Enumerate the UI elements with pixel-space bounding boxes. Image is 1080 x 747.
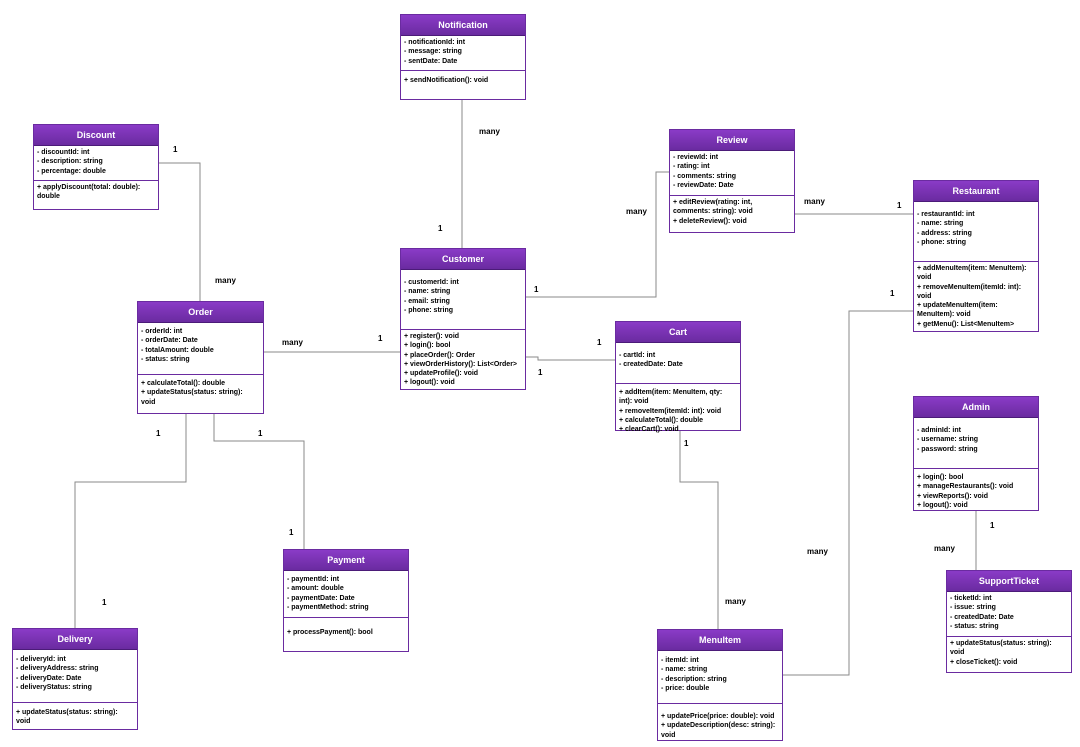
- class-delivery[interactable]: Delivery - deliveryId: int - deliveryAdd…: [12, 628, 138, 730]
- operations: + sendNotification(): void: [404, 77, 489, 84]
- line-order-delivery: [74, 414, 187, 628]
- attributes: - cartId: int - createdDate: Date: [616, 343, 740, 384]
- class-restaurant[interactable]: Restaurant - restaurantId: int - name: s…: [913, 180, 1039, 332]
- class-name: Customer: [401, 249, 525, 270]
- class-menuitem[interactable]: MenuItem - itemId: int - name: string - …: [657, 629, 783, 741]
- class-name: Review: [670, 130, 794, 151]
- class-name: Cart: [616, 322, 740, 343]
- class-name: Notification: [401, 15, 525, 36]
- class-name: Payment: [284, 550, 408, 571]
- class-name: MenuItem: [658, 630, 782, 651]
- operations: + addMenuItem(item: MenuItem): void + re…: [917, 265, 1027, 328]
- line-cart-menuitem: [679, 431, 719, 629]
- operations: + addItem(item: MenuItem, qty: int): voi…: [619, 389, 723, 434]
- multiplicity-label: 1: [538, 368, 543, 377]
- operations: + calculateTotal(): double + updateStatu…: [141, 380, 243, 406]
- class-admin[interactable]: Admin - adminId: int - username: string …: [913, 396, 1039, 511]
- multiplicity-label: many: [725, 597, 746, 606]
- class-order[interactable]: Order - orderId: int - orderDate: Date -…: [137, 301, 264, 414]
- class-name: Discount: [34, 125, 158, 146]
- class-supportticket[interactable]: SupportTicket - ticketId: int - issue: s…: [946, 570, 1072, 673]
- class-name: Order: [138, 302, 263, 323]
- multiplicity-label: many: [479, 127, 500, 136]
- multiplicity-label: 1: [173, 145, 178, 154]
- operations: + processPayment(): bool: [287, 629, 373, 636]
- operations: + updatePrice(price: double): void + upd…: [661, 713, 776, 739]
- multiplicity-label: 1: [897, 201, 902, 210]
- class-discount[interactable]: Discount - discountId: int - description…: [33, 124, 159, 210]
- operations: + register(): void + login(): bool + pla…: [404, 333, 518, 387]
- multiplicity-label: 1: [378, 334, 383, 343]
- attributes: - paymentId: int - amount: double - paym…: [284, 571, 408, 618]
- line-discount-order: [159, 162, 201, 301]
- attributes: - customerId: int - name: string - email…: [401, 270, 525, 330]
- multiplicity-label: many: [804, 197, 825, 206]
- attributes: - ticketId: int - issue: string - create…: [947, 592, 1071, 637]
- operations: + updateStatus(status: string): void: [16, 709, 118, 726]
- operations: + editReview(rating: int, comments: stri…: [673, 199, 753, 225]
- attributes: - adminId: int - username: string - pass…: [914, 418, 1038, 469]
- class-cart[interactable]: Cart - cartId: int - createdDate: Date +…: [615, 321, 741, 433]
- line-order-payment: [213, 414, 305, 549]
- class-review[interactable]: Review - reviewId: int - rating: int - c…: [669, 129, 795, 233]
- multiplicity-label: many: [282, 338, 303, 347]
- attributes: - notificationId: int - message: string …: [401, 36, 525, 71]
- multiplicity-label: 1: [990, 521, 995, 530]
- multiplicity-label: 1: [597, 338, 602, 347]
- multiplicity-label: 1: [534, 285, 539, 294]
- attributes: - restaurantId: int - name: string - add…: [914, 202, 1038, 262]
- multiplicity-label: 1: [156, 429, 161, 438]
- operations: + applyDiscount(total: double): double: [37, 184, 141, 201]
- multiplicity-label: 1: [289, 528, 294, 537]
- line-restaurant-menuitem: [783, 310, 913, 676]
- attributes: - orderId: int - orderDate: Date - total…: [138, 323, 263, 375]
- multiplicity-label: many: [626, 207, 647, 216]
- line-customer-cart: [526, 356, 615, 361]
- class-notification[interactable]: Notification - notificationId: int - mes…: [400, 14, 526, 100]
- class-name: Admin: [914, 397, 1038, 418]
- class-name: Delivery: [13, 629, 137, 650]
- attributes: - deliveryId: int - deliveryAddress: str…: [13, 650, 137, 703]
- class-name: SupportTicket: [947, 571, 1071, 592]
- operations: + updateStatus(status: string): void + c…: [950, 640, 1052, 666]
- line-customer-review: [526, 171, 669, 298]
- multiplicity-label: 1: [684, 439, 689, 448]
- attributes: - discountId: int - description: string …: [34, 146, 158, 181]
- multiplicity-label: 1: [258, 429, 263, 438]
- attributes: - itemId: int - name: string - descripti…: [658, 651, 782, 704]
- multiplicity-label: many: [807, 547, 828, 556]
- multiplicity-label: many: [215, 276, 236, 285]
- operations: + login(): bool + manageRestaurants(): v…: [917, 474, 1014, 509]
- class-name: Restaurant: [914, 181, 1038, 202]
- class-payment[interactable]: Payment - paymentId: int - amount: doubl…: [283, 549, 409, 652]
- class-customer[interactable]: Customer - customerId: int - name: strin…: [400, 248, 526, 390]
- multiplicity-label: 1: [438, 224, 443, 233]
- attributes: - reviewId: int - rating: int - comments…: [670, 151, 794, 196]
- multiplicity-label: many: [934, 544, 955, 553]
- multiplicity-label: 1: [890, 289, 895, 298]
- multiplicity-label: 1: [102, 598, 107, 607]
